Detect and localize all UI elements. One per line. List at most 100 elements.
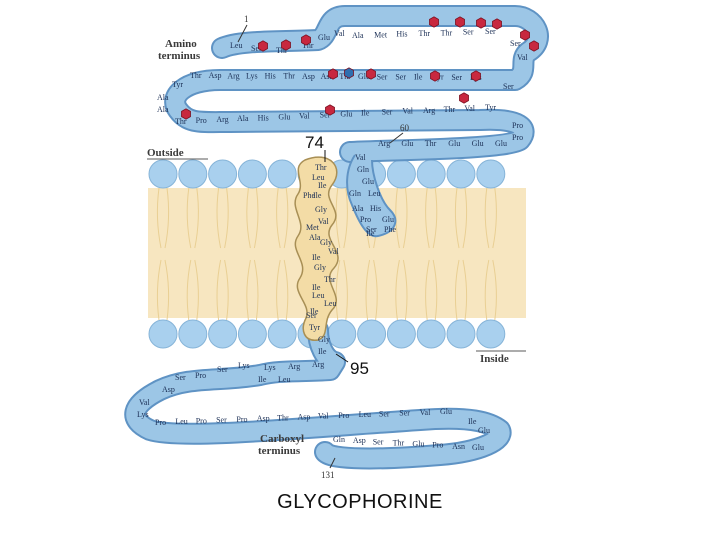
lipid-head bbox=[386, 319, 416, 349]
glycan-hexagon-icon bbox=[492, 18, 502, 30]
residue-label: Pro bbox=[196, 416, 207, 425]
residue-label: Gln bbox=[333, 435, 345, 444]
residue-label: Ala bbox=[352, 31, 364, 40]
lipid-tail bbox=[425, 259, 438, 321]
residue-label: Lys bbox=[238, 361, 250, 370]
glycan-hexagon-icon bbox=[181, 108, 191, 120]
residue-label: Leu bbox=[312, 173, 324, 182]
residue-label: Ser bbox=[510, 39, 521, 48]
residue-label: Pro bbox=[432, 441, 443, 450]
residue-label: His bbox=[265, 72, 276, 81]
lipid-tail bbox=[276, 259, 289, 321]
glycan-hexagon-icon bbox=[328, 68, 338, 80]
figure-caption: GLYCOPHORINE bbox=[277, 491, 443, 513]
carboxyl-terminus-label-line2: terminus bbox=[258, 445, 301, 457]
residue-label: Thr bbox=[302, 41, 314, 50]
residue-label: Glu bbox=[358, 72, 370, 81]
residue-label: Ser bbox=[306, 311, 317, 320]
lipid-tail bbox=[425, 187, 438, 249]
lipid-tail bbox=[246, 187, 259, 249]
residue-label: Pro bbox=[512, 133, 523, 142]
residue-label: Glu bbox=[340, 110, 352, 119]
residue-label: Thr bbox=[393, 438, 405, 447]
residue-label: Pro bbox=[512, 121, 523, 130]
residue-label: Thr bbox=[190, 71, 202, 80]
residue-label: Ser bbox=[373, 437, 384, 446]
lipid-bilayer bbox=[148, 159, 526, 349]
residue-label: Leu bbox=[324, 299, 336, 308]
residue-label: Leu bbox=[312, 291, 324, 300]
lipid-tail bbox=[246, 259, 259, 321]
residue-label: Arg bbox=[378, 139, 390, 148]
residue-label: Glu bbox=[412, 440, 424, 449]
glycan-hexagon-icon bbox=[325, 104, 335, 116]
inside-label: Inside bbox=[480, 353, 509, 365]
residue-label: Arg bbox=[216, 115, 228, 124]
position-131-pointer bbox=[329, 457, 336, 469]
residue-label: Thr bbox=[339, 72, 351, 81]
residue-label: Ile bbox=[318, 181, 327, 190]
residue-label: Phe bbox=[303, 191, 315, 200]
lipid-head bbox=[208, 159, 238, 189]
residue-label: Lys bbox=[246, 71, 258, 80]
residue-label: Ser bbox=[503, 82, 514, 91]
residue-label: Ser bbox=[217, 365, 228, 374]
glycan-hexagon-icon bbox=[301, 34, 311, 46]
lipid-head bbox=[237, 319, 267, 349]
residue-label: Arg bbox=[423, 106, 435, 115]
residue-label: Ser bbox=[451, 73, 462, 82]
residue-label: Ile bbox=[313, 191, 322, 200]
lipid-tail bbox=[186, 187, 199, 249]
residue-label: Pro bbox=[360, 215, 371, 224]
residue-label: Val bbox=[299, 111, 310, 120]
residue-label: Tyr bbox=[172, 80, 183, 89]
lipid-tail bbox=[276, 187, 289, 249]
residue-label: Thr bbox=[283, 72, 295, 81]
residue-label: Thr bbox=[444, 105, 456, 114]
residue-label: Ala bbox=[157, 93, 169, 102]
residue-label: Leu bbox=[359, 410, 371, 419]
glycan-hexagon-icon bbox=[429, 16, 439, 28]
residue-label: Val bbox=[318, 412, 329, 421]
transmembrane-helix bbox=[294, 156, 339, 341]
residue-label: Ala bbox=[309, 233, 321, 242]
residue-label: Glu bbox=[472, 443, 484, 452]
lipid-head bbox=[446, 159, 476, 189]
glycan-markers bbox=[181, 16, 539, 120]
residue-label: Glu bbox=[382, 215, 394, 224]
residue-label: Glu bbox=[318, 33, 330, 42]
residue-label: Glu bbox=[478, 426, 490, 435]
residue-label: Gly bbox=[314, 263, 326, 272]
residue-label: Ser bbox=[379, 409, 390, 418]
residue-label: Val bbox=[517, 53, 528, 62]
residue-label: Tyr bbox=[309, 323, 320, 332]
lipid-head bbox=[476, 319, 506, 349]
cytoplasmic-chain-fill bbox=[126, 321, 510, 468]
position-1-pointer bbox=[237, 24, 248, 43]
lipid-head bbox=[446, 319, 476, 349]
lipid-tail bbox=[156, 259, 170, 321]
lipid-tail bbox=[365, 259, 378, 321]
residue-label: Glu bbox=[362, 177, 374, 186]
glycan-hexagon-icon bbox=[529, 40, 539, 52]
lipid-head bbox=[267, 159, 297, 189]
lipid-head bbox=[476, 159, 506, 189]
residue-label: Thr bbox=[276, 46, 288, 55]
lipid-head bbox=[178, 319, 208, 349]
glycan-hexagon-icon bbox=[344, 67, 354, 79]
glycan-hexagon-icon bbox=[476, 17, 486, 29]
residue-label: Val bbox=[318, 217, 329, 226]
residue-label: Ile bbox=[414, 73, 423, 82]
residue-label: Gly bbox=[315, 205, 327, 214]
residue-label: Val bbox=[464, 104, 475, 113]
residue-label: Met bbox=[374, 30, 388, 39]
lipid-tail bbox=[484, 259, 497, 321]
glycan-hexagon-icon bbox=[520, 29, 530, 41]
residue-label: Asp bbox=[353, 436, 366, 445]
residue-label: Gln bbox=[349, 189, 361, 198]
residue-label: Glu bbox=[448, 139, 460, 148]
residue-label: Arg bbox=[288, 362, 300, 371]
residue-label: Pro bbox=[196, 116, 207, 125]
